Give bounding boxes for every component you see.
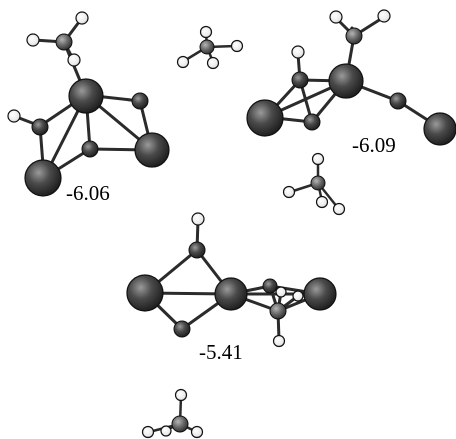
metal-atom bbox=[126, 274, 164, 312]
metal-atom bbox=[134, 132, 170, 168]
methane-molecule-right bbox=[282, 152, 346, 216]
structure-3: -5.41 bbox=[126, 212, 337, 364]
metal-atom bbox=[423, 112, 456, 146]
small-atom bbox=[31, 118, 49, 136]
hydrogen-atom bbox=[176, 55, 190, 69]
small-atom bbox=[389, 92, 407, 110]
small-atom bbox=[303, 113, 321, 131]
hydrogen-atom bbox=[272, 334, 286, 348]
hydrogen-atom bbox=[311, 152, 325, 166]
metal-atom bbox=[24, 159, 62, 197]
carbon-atom bbox=[310, 175, 326, 191]
hydrogen-atom bbox=[282, 185, 296, 199]
hydrogen-atom bbox=[174, 388, 188, 402]
small-atom bbox=[262, 278, 278, 294]
hydrogen-atom bbox=[160, 425, 172, 437]
metal-atom bbox=[328, 63, 364, 99]
hydrogen-atom bbox=[206, 56, 220, 70]
methane-molecule-bottom bbox=[141, 388, 204, 439]
hydrogen-atom bbox=[329, 10, 343, 24]
hydrogen-atom bbox=[291, 45, 305, 59]
structure-2: -6.09 bbox=[246, 9, 456, 157]
hydrogen-atom bbox=[75, 11, 89, 25]
energy-label-structure-1: -6.06 bbox=[66, 181, 110, 205]
hydrogen-atom bbox=[7, 109, 21, 123]
small-atom bbox=[81, 140, 99, 158]
carbon-atom bbox=[345, 27, 363, 45]
carbon-atom bbox=[55, 33, 73, 51]
metal-atom bbox=[246, 99, 284, 137]
hydrogen-atom bbox=[199, 25, 213, 39]
hydrogen-atom bbox=[315, 195, 329, 209]
hydrogen-atom bbox=[332, 202, 346, 216]
small-atom bbox=[173, 320, 191, 338]
metal-atom bbox=[303, 277, 337, 311]
structure-1-atoms bbox=[7, 11, 170, 197]
hydrogen-atom bbox=[377, 9, 391, 23]
hydrogen-atom bbox=[230, 39, 244, 53]
hydrogen-atom bbox=[191, 212, 205, 226]
energy-label-structure-2: -6.09 bbox=[352, 133, 396, 157]
small-atom bbox=[131, 92, 149, 110]
small-atom bbox=[291, 71, 309, 89]
hydrogen-atom bbox=[275, 286, 287, 298]
hydrogen-atom bbox=[26, 33, 40, 47]
metal-atom bbox=[214, 277, 248, 311]
carbon-atom bbox=[199, 39, 215, 55]
structure-1: -6.06 bbox=[7, 11, 170, 205]
energy-label-structure-3: -5.41 bbox=[199, 340, 243, 364]
hydrogen-atom bbox=[141, 425, 155, 439]
metal-atom bbox=[68, 78, 104, 114]
carbon-atom bbox=[269, 302, 287, 320]
hydrogen-atom bbox=[190, 425, 204, 439]
hydrogen-atom bbox=[292, 290, 304, 302]
methane-molecule-top bbox=[176, 25, 244, 70]
hydrogen-atom bbox=[67, 53, 81, 67]
small-atom bbox=[188, 241, 206, 259]
carbon-atom bbox=[171, 415, 189, 433]
